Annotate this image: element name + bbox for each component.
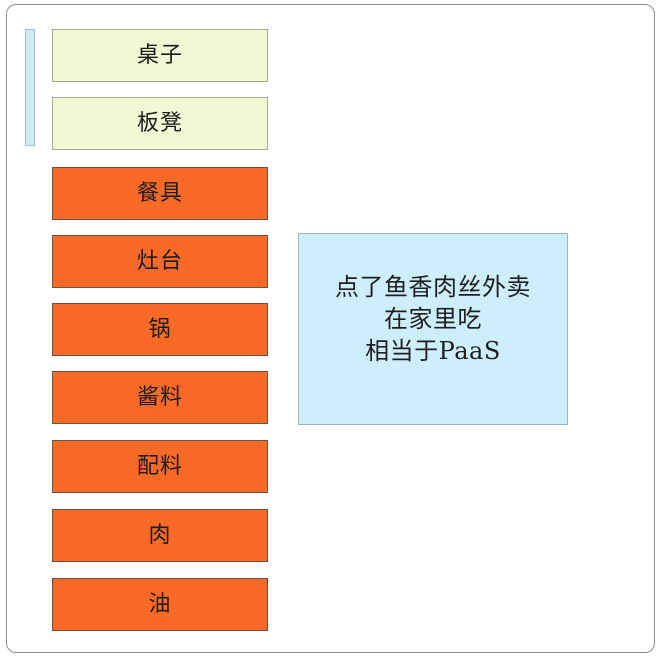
- layer-box-3[interactable]: 餐具: [52, 167, 268, 220]
- layer-label: 板凳: [136, 110, 183, 136]
- layer-label: 餐具: [136, 180, 183, 206]
- layer-box-4[interactable]: 灶台: [52, 235, 268, 288]
- layer-label: 油: [148, 591, 172, 617]
- layer-label: 酱料: [136, 384, 183, 410]
- annotation-line-3: 相当于PaaS: [365, 336, 501, 365]
- layer-box-9[interactable]: 油: [52, 578, 268, 631]
- layer-label: 肉: [148, 522, 172, 548]
- layer-box-6[interactable]: 酱料: [52, 371, 268, 424]
- layer-box-7[interactable]: 配料: [52, 440, 268, 493]
- layer-label: 配料: [136, 453, 183, 479]
- layer-box-5[interactable]: 锅: [52, 303, 268, 356]
- annotation-line-1: 点了鱼香肉丝外卖: [335, 273, 531, 302]
- layer-label: 灶台: [136, 248, 183, 274]
- annotation-line-2: 在家里吃: [384, 305, 482, 334]
- user-scope-bracket: [25, 29, 35, 146]
- annotation-text: 点了鱼香肉丝外卖 在家里吃 相当于PaaS: [299, 272, 567, 385]
- layer-label: 锅: [148, 316, 172, 342]
- layer-label: 桌子: [136, 42, 183, 68]
- layer-box-1[interactable]: 桌子: [52, 29, 268, 82]
- layer-box-2[interactable]: 板凳: [52, 97, 268, 150]
- annotation-textbox[interactable]: 点了鱼香肉丝外卖 在家里吃 相当于PaaS: [298, 233, 568, 425]
- layer-box-8[interactable]: 肉: [52, 509, 268, 562]
